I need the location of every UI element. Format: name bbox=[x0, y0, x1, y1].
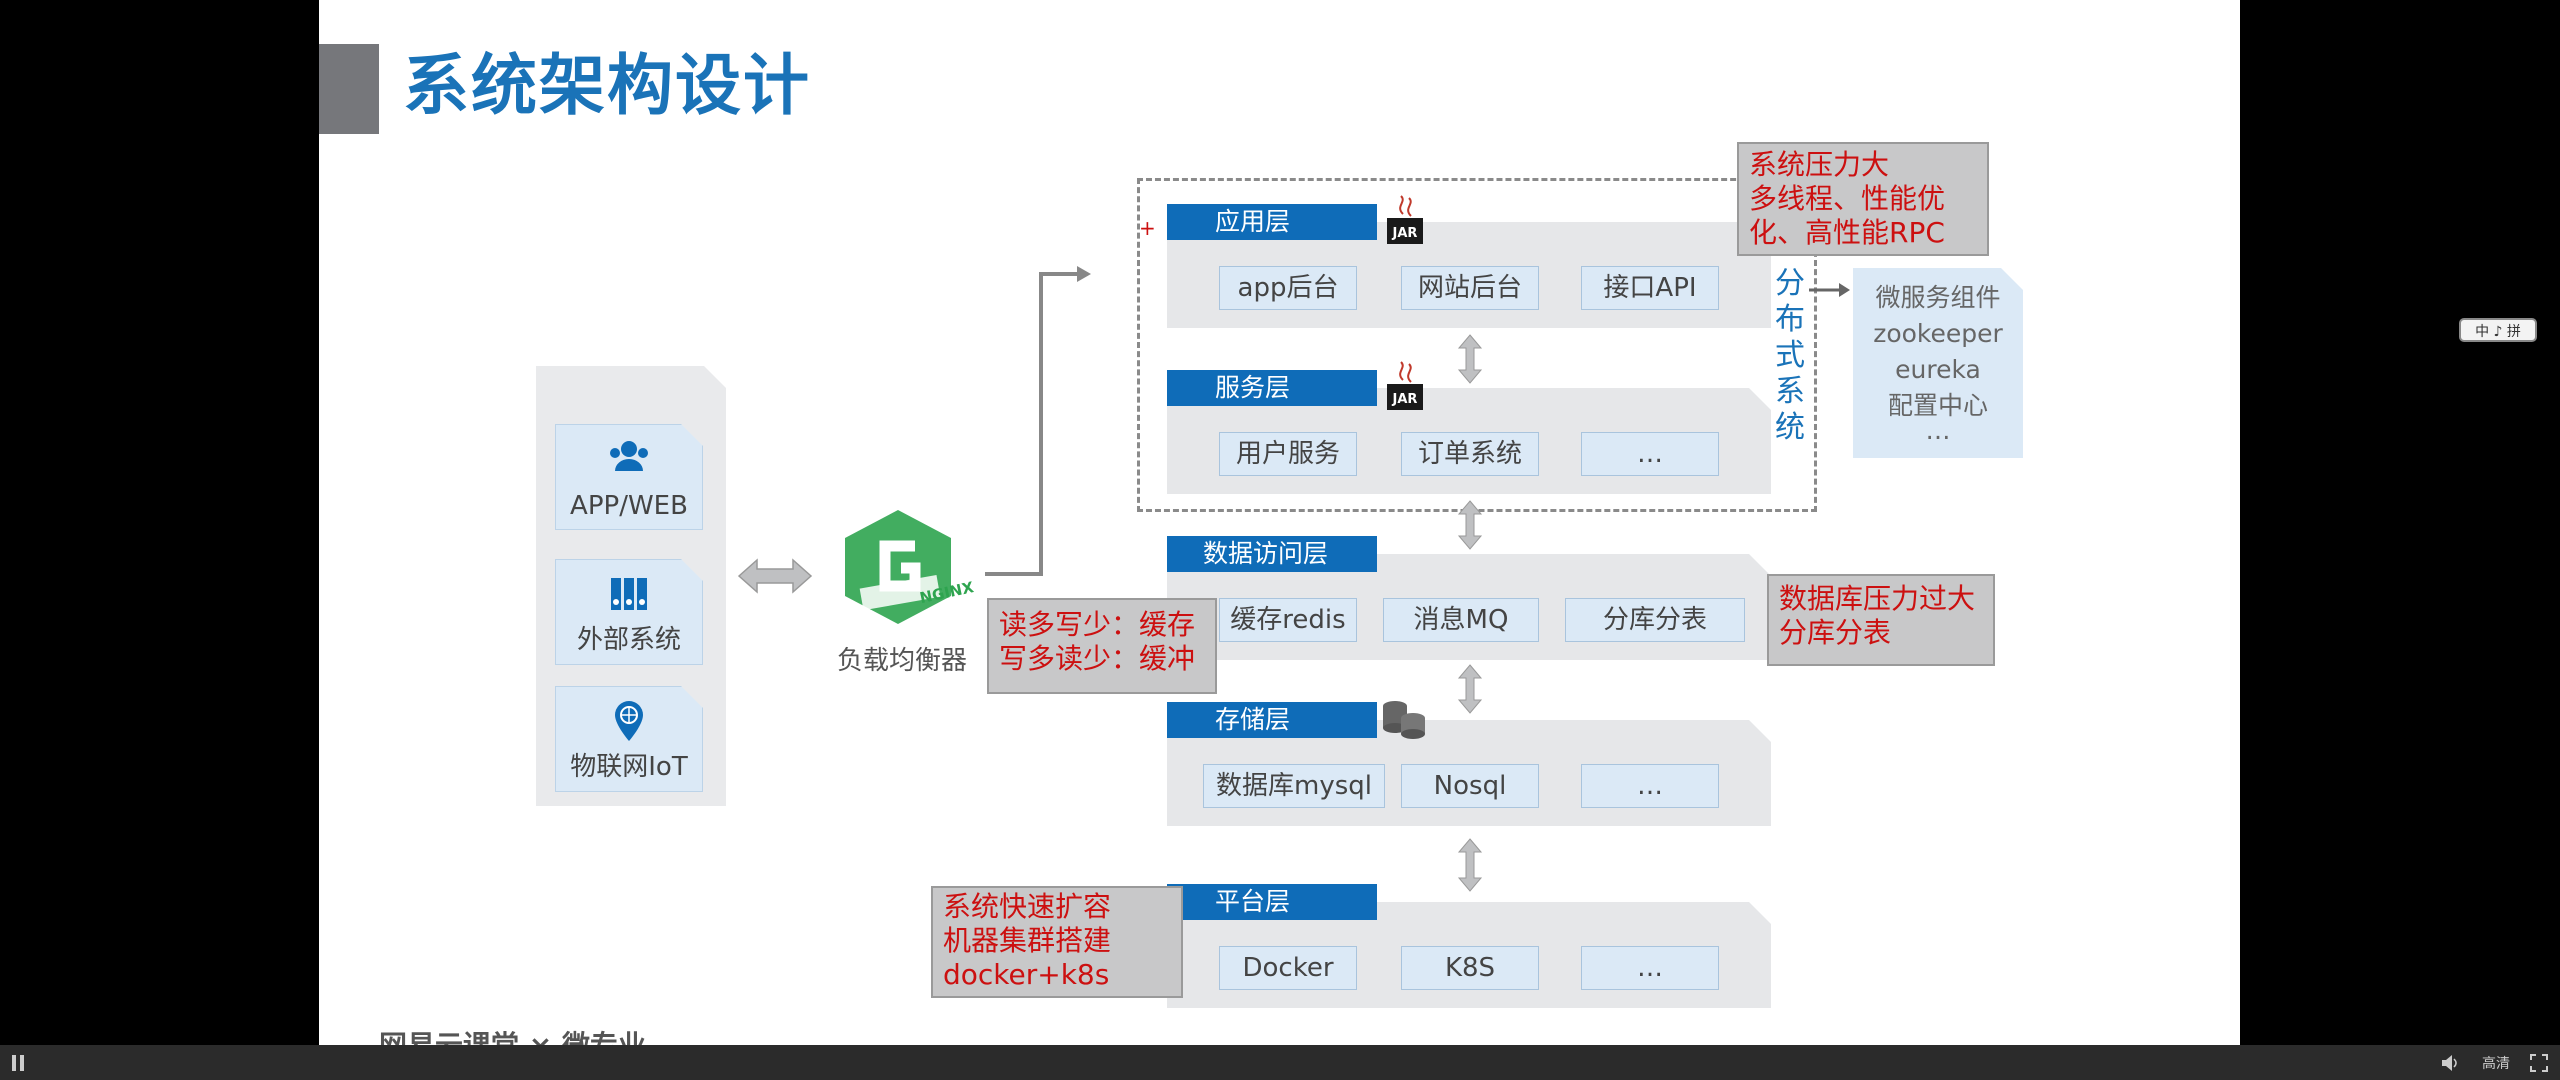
layer-item: 用户服务 bbox=[1219, 432, 1357, 476]
fullscreen-icon[interactable] bbox=[2530, 1054, 2548, 1072]
route-arrow-icon bbox=[985, 266, 1091, 576]
jar-icon bbox=[1387, 361, 1423, 410]
database-icon bbox=[1383, 701, 1425, 739]
layer-item: app后台 bbox=[1219, 266, 1357, 310]
note-database-pressure: 数据库压力过大 分库分表 bbox=[1767, 574, 1995, 666]
ime-indicator[interactable]: 中 ♪ 拼 bbox=[2459, 318, 2537, 342]
jar-label: JAR bbox=[1392, 226, 1418, 241]
volume-icon[interactable] bbox=[2440, 1054, 2460, 1072]
globe-pin-icon bbox=[605, 697, 653, 745]
microservice-item: … bbox=[1925, 416, 1951, 445]
client-label: 物联网IoT bbox=[570, 752, 688, 782]
load-balancer-label: 负载均衡器 bbox=[837, 646, 968, 676]
footer-brand: 网易云课堂 × 微专业 bbox=[379, 1024, 646, 1045]
microservice-item: 配置中心 bbox=[1887, 391, 1988, 420]
microservice-item: 微服务组件 bbox=[1875, 283, 2001, 312]
double-arrow-horizontal-icon bbox=[737, 558, 813, 594]
double-arrow-vertical-icon bbox=[1457, 838, 1483, 892]
slide-title: 系统架构设计 bbox=[403, 47, 811, 124]
layer-label-data-access: 数据访问层 bbox=[1167, 536, 1377, 572]
client-app-web: APP/WEB bbox=[555, 424, 703, 530]
microservice-item: eureka bbox=[1895, 355, 1981, 384]
microservice-item: zookeeper bbox=[1873, 319, 2003, 348]
double-arrow-vertical-icon bbox=[1457, 664, 1483, 714]
nginx-logo-icon bbox=[845, 510, 951, 624]
title-accent-bar bbox=[319, 44, 379, 134]
slide: 系统架构设计 APP/WEB 外部系统 物联网IoT bbox=[319, 0, 2240, 1045]
note-line: 分库分表 bbox=[1779, 616, 1892, 649]
layer-item: 数据库mysql bbox=[1203, 764, 1385, 808]
layer-item: 网站后台 bbox=[1401, 266, 1539, 310]
note-line: 系统快速扩容 bbox=[943, 890, 1112, 923]
layer-item: Docker bbox=[1219, 946, 1357, 990]
books-icon bbox=[605, 570, 653, 618]
jar-label: JAR bbox=[1392, 392, 1418, 407]
note-system-pressure: 系统压力大 多线程、性能优 化、高性能RPC bbox=[1737, 142, 1989, 256]
layer-item: … bbox=[1581, 946, 1719, 990]
note-line: 写多读少：缓冲 bbox=[999, 642, 1196, 675]
note-line: docker+k8s bbox=[943, 958, 1110, 991]
note-line: 机器集群搭建 bbox=[943, 924, 1112, 957]
jar-icon bbox=[1387, 195, 1423, 244]
note-line: 多线程、性能优 bbox=[1749, 182, 1946, 215]
users-icon bbox=[605, 435, 653, 483]
layer-item: 缓存redis bbox=[1219, 598, 1357, 642]
layer-label-application: 应用层 bbox=[1167, 204, 1377, 240]
client-iot: 物联网IoT bbox=[555, 686, 703, 792]
plus-marker: + bbox=[1139, 216, 1156, 240]
layer-item: Nosql bbox=[1401, 764, 1539, 808]
pause-icon[interactable] bbox=[10, 1054, 26, 1072]
layer-item: … bbox=[1581, 764, 1719, 808]
distributed-system-label: 分布式系统 bbox=[1775, 266, 1805, 445]
client-label: 外部系统 bbox=[576, 625, 681, 655]
client-external-system: 外部系统 bbox=[555, 559, 703, 665]
note-fast-scaling: 系统快速扩容 机器集群搭建 docker+k8s bbox=[931, 886, 1183, 998]
note-line: 读多写少：缓存 bbox=[999, 608, 1196, 641]
layer-label-storage: 存储层 bbox=[1167, 702, 1377, 738]
note-line: 化、高性能RPC bbox=[1749, 216, 1945, 249]
note-line: 数据库压力过大 bbox=[1779, 582, 1976, 615]
layer-item: 接口API bbox=[1581, 266, 1719, 310]
client-label: APP/WEB bbox=[570, 491, 688, 521]
layer-item: 订单系统 bbox=[1401, 432, 1539, 476]
note-line: 系统压力大 bbox=[1749, 148, 1890, 181]
layer-item: 分库分表 bbox=[1565, 598, 1745, 642]
layer-item: 消息MQ bbox=[1383, 598, 1539, 642]
player-control-bar: 高清 bbox=[0, 1045, 2560, 1080]
note-cache-buffer: 读多写少：缓存 写多读少：缓冲 bbox=[987, 598, 1217, 694]
layer-item: … bbox=[1581, 432, 1719, 476]
layer-label-platform: 平台层 bbox=[1167, 884, 1377, 920]
layer-item: K8S bbox=[1401, 946, 1539, 990]
layer-label-service: 服务层 bbox=[1167, 370, 1377, 406]
quality-selector[interactable]: 高清 bbox=[2482, 1056, 2510, 1072]
microservice-components-box: 微服务组件 zookeeper eureka 配置中心 … bbox=[1853, 268, 2023, 458]
